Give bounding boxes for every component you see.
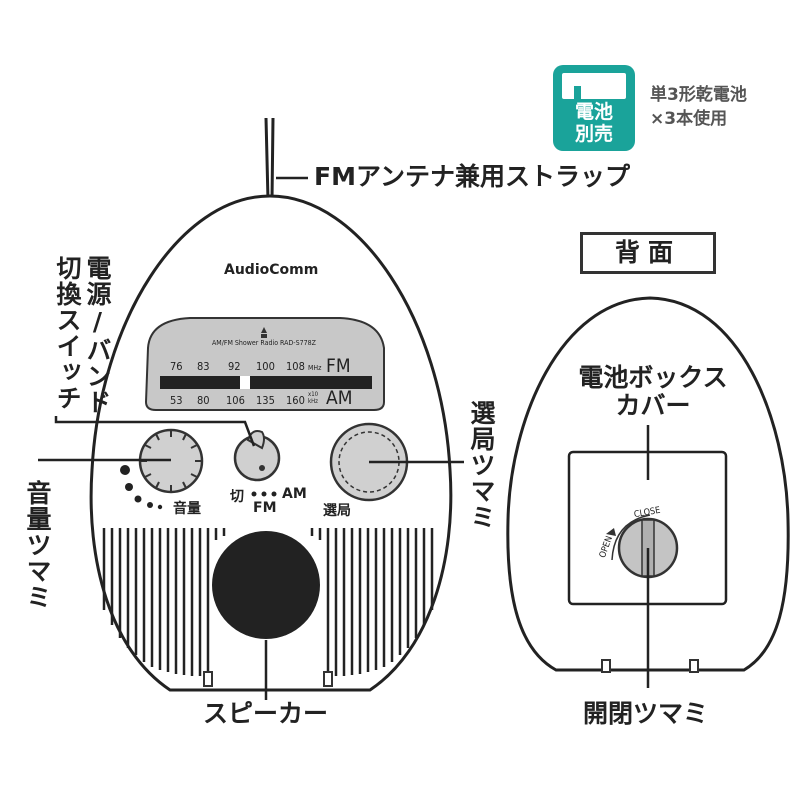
battery-badge-line1: 電池 [574,101,613,123]
dial-pointer [240,376,250,389]
battery-note-line1: 単3形乾電池 [650,85,747,105]
open-close-knob-label: 開閉ツマミ [583,699,709,728]
battery-cover-label: 電池ボックスカバー [578,363,728,420]
speaker [212,531,320,639]
brand-logo: AudioComm [224,262,319,278]
am-unit: x10 kHz [308,391,319,405]
fm-unit: MHz [308,364,322,372]
rotation-arc [611,514,651,561]
volume-knob-label: 音量ツマミ [23,480,52,610]
volume-face-label: 音量 [173,501,201,517]
volume-knob-ticks [140,430,202,492]
tuning-face-label: 選局 [323,503,351,519]
battery-badge-line2: 別売 [574,123,613,145]
speaker-label: スピーカー [203,699,329,728]
am-band-label: AM [326,387,353,409]
volume-level-dots [120,465,163,510]
battery-note: 単3形乾電池 ×3本使用 [650,83,747,131]
antenna-strap [264,117,275,201]
back-title: 背面 [580,232,716,274]
switch-am-label: AM [282,486,307,502]
battery-badge: 電池 別売 [553,65,635,151]
switch-dots [251,491,277,497]
battery-icon [562,73,626,100]
speaker-grille [102,528,434,676]
switch-off-label: 切 [230,489,244,505]
tuning-knob-label: 選局ツマミ [467,400,496,530]
switch-fm-label: FM [253,500,277,516]
fm-band-label: FM [326,355,351,377]
dial-band [160,376,372,389]
power-switch-leader [54,416,256,447]
power-band-switch-label: 電源/バンド切換スイッチ [53,255,112,415]
antenna-label: FMアンテナ兼用ストラップ [314,162,630,191]
switch-lever [246,430,265,450]
battery-note-line2: ×3本使用 [650,109,728,129]
model-line: AM/FM Shower Radio RAD-S778Z [212,339,316,347]
drop-icon [261,327,267,338]
